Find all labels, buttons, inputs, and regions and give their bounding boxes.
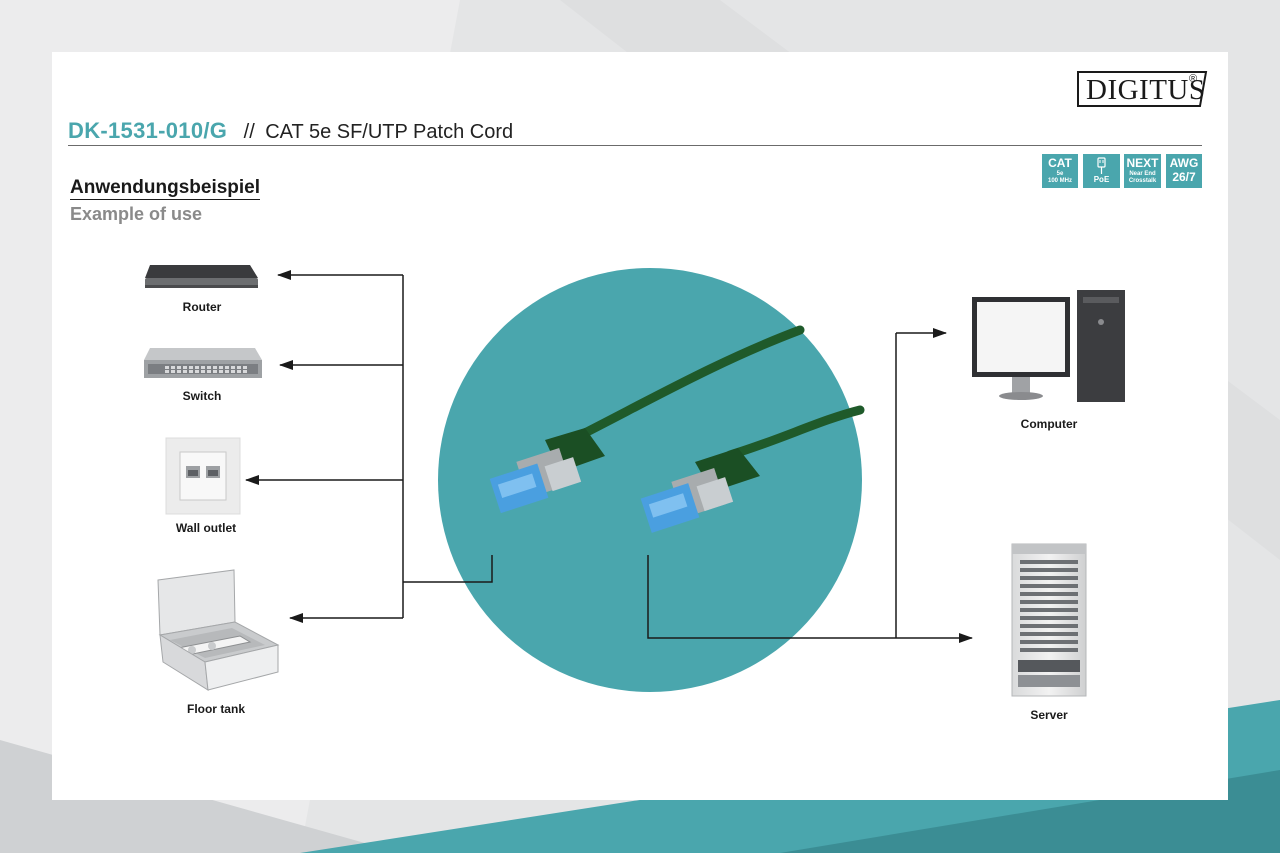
product-code: DK-1531-010/G bbox=[68, 118, 228, 143]
left-connection-lines bbox=[245, 270, 493, 623]
badge-awg-main: AWG bbox=[1169, 156, 1199, 170]
floor-tank-label: Floor tank bbox=[186, 702, 245, 716]
badge-cat-sub: 5e bbox=[1056, 171, 1064, 177]
title-divider bbox=[68, 145, 1202, 146]
badge-next-sub: Near End bbox=[1129, 171, 1156, 177]
rj45-connector-left bbox=[489, 428, 605, 514]
badge-next: NEXT Near End Crosstalk bbox=[1124, 154, 1161, 188]
digitus-logo bbox=[1077, 71, 1208, 107]
wall-outlet-label: Wall outlet bbox=[175, 521, 237, 535]
right-connection-lines bbox=[647, 328, 973, 643]
computer-icon bbox=[972, 290, 1125, 402]
switch-label: Switch bbox=[182, 389, 222, 403]
rj45-connector-right bbox=[640, 448, 760, 533]
switch-icon bbox=[144, 348, 262, 378]
title-separator: // bbox=[243, 121, 255, 143]
badge-awg-value: 26/7 bbox=[1172, 170, 1196, 184]
section-heading-german: Anwendungsbeispiel bbox=[70, 177, 261, 200]
page-title: DK-1531-010/G // CAT 5e SF/UTP Patch Cor… bbox=[68, 117, 513, 145]
floor-tank-icon bbox=[157, 569, 280, 691]
wall-outlet-icon bbox=[165, 437, 241, 515]
badge-cat5e: CAT 5e 100 MHz bbox=[1042, 154, 1078, 188]
badge-next-sub2: Crosstalk bbox=[1128, 178, 1157, 184]
section-heading-english: Example of use bbox=[70, 204, 203, 224]
badge-awg: AWG 26/7 bbox=[1166, 154, 1202, 188]
registered-mark: ® bbox=[1189, 73, 1198, 85]
router-label: Router bbox=[182, 300, 222, 314]
badge-next-main: NEXT bbox=[1126, 156, 1159, 170]
server-icon bbox=[1011, 543, 1087, 697]
patch-cord-illustration bbox=[438, 268, 865, 692]
product-description: CAT 5e SF/UTP Patch Cord bbox=[265, 121, 514, 143]
badge-cat-freq: 100 MHz bbox=[1047, 178, 1072, 184]
server-label: Server bbox=[1030, 708, 1068, 722]
badge-cat-main: CAT bbox=[1048, 156, 1072, 170]
badge-poe-label: PoE bbox=[1093, 175, 1110, 184]
computer-label: Computer bbox=[1020, 417, 1078, 431]
badge-poe: PoE bbox=[1083, 154, 1120, 188]
poe-plug-icon bbox=[1097, 157, 1106, 174]
logo-text: DIGITUS bbox=[1086, 74, 1206, 106]
router-icon bbox=[145, 265, 258, 288]
